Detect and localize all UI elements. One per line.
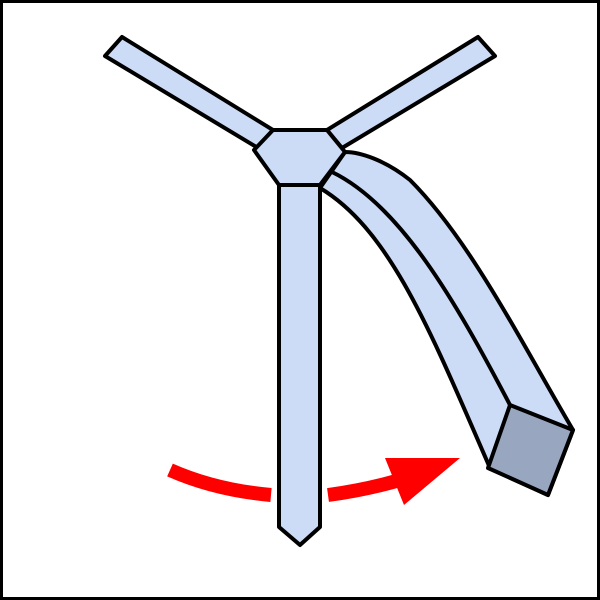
narrow-blade [277, 183, 322, 547]
rotation-arrow-shaft-left [167, 463, 272, 502]
blade-fold-line [331, 170, 512, 406]
collar-band-left [103, 35, 275, 150]
collar-band-right [325, 35, 497, 150]
rotation-arrowhead [385, 458, 460, 505]
tie-knot [252, 128, 347, 187]
rotation-arrow-shaft-right [327, 473, 402, 502]
blade-end-face [486, 403, 575, 497]
